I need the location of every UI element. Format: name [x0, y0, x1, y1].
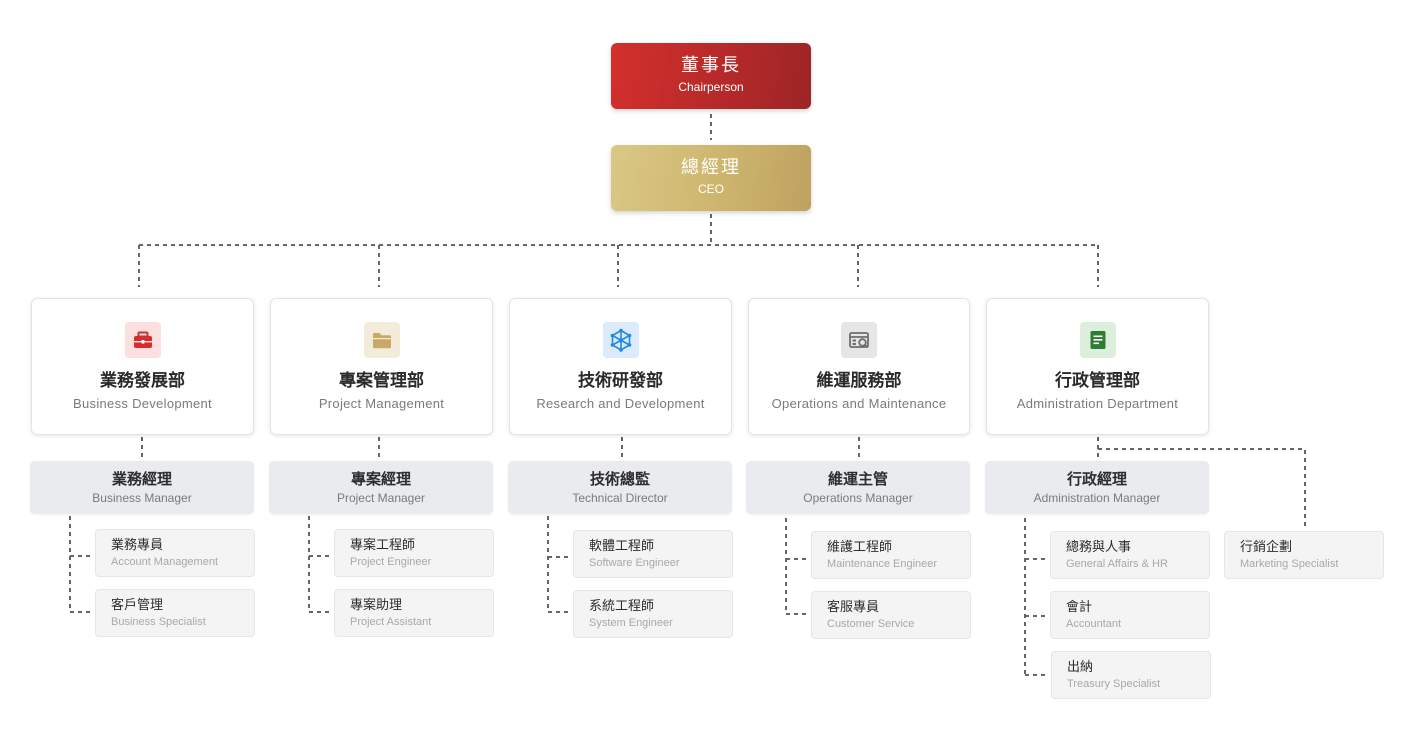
staff-title-zh: 出納 [1067, 660, 1094, 675]
briefcase-icon [124, 322, 161, 358]
staff-title-en: Accountant [1066, 618, 1122, 630]
staff-account-management: 業務專員 Account Management [95, 529, 255, 577]
document-icon [1079, 322, 1116, 358]
staff-title-en: Business Specialist [111, 616, 206, 628]
staff-title-zh: 客戶管理 [111, 598, 164, 613]
staff-title-zh: 會計 [1066, 600, 1093, 615]
staff-title-en: Treasury Specialist [1067, 678, 1161, 690]
staff-maintenance-engineer: 維護工程師 Maintenance Engineer [811, 531, 971, 579]
ceo-title-zh: 總經理 [681, 157, 741, 178]
staff-customer-service: 客服專員 Customer Service [811, 591, 971, 639]
network-icon [602, 322, 639, 358]
ceo-node: 總經理 CEO [611, 145, 811, 211]
staff-treasury-specialist: 出納 Treasury Specialist [1051, 651, 1211, 699]
dept-name-zh: 技術研發部 [578, 371, 663, 391]
chairperson-node: 董事長 Chairperson [611, 43, 811, 109]
dept-name-zh: 業務發展部 [100, 371, 185, 391]
dept-research-development: 技術研發部 Research and Development [509, 298, 732, 435]
dept-name-en: Business Development [73, 396, 212, 411]
manager-administration: 行政經理 Administration Manager [985, 461, 1209, 514]
dept-name-zh: 行政管理部 [1055, 371, 1140, 391]
staff-software-engineer: 軟體工程師 Software Engineer [573, 530, 733, 578]
folder-icon [363, 322, 400, 358]
staff-marketing-specialist: 行銷企劃 Marketing Specialist [1224, 531, 1384, 579]
manager-project: 專案經理 Project Manager [269, 461, 493, 514]
manager-title-en: Project Manager [336, 491, 426, 505]
staff-system-engineer: 系統工程師 System Engineer [573, 590, 733, 638]
staff-accountant: 會計 Accountant [1050, 591, 1210, 639]
staff-business-specialist: 客戶管理 Business Specialist [95, 589, 255, 637]
manager-research: 技術總監 Technical Director [508, 461, 732, 514]
chairperson-title-zh: 董事長 [681, 55, 741, 76]
staff-title-zh: 專案工程師 [350, 538, 416, 553]
staff-title-zh: 軟體工程師 [589, 539, 655, 554]
staff-title-en: Maintenance Engineer [827, 558, 938, 570]
dept-project-management: 專案管理部 Project Management [270, 298, 493, 435]
dept-administration: 行政管理部 Administration Department [986, 298, 1209, 435]
staff-title-zh: 系統工程師 [589, 599, 655, 614]
dept-operations-maintenance: 維運服務部 Operations and Maintenance [748, 298, 970, 435]
manager-title-en: Business Manager [92, 491, 192, 505]
manager-title-zh: 專案經理 [350, 470, 411, 488]
staff-title-zh: 專案助理 [350, 598, 403, 613]
staff-title-zh: 行銷企劃 [1240, 540, 1293, 555]
dept-name-en: Operations and Maintenance [771, 396, 947, 411]
dept-name-en: Administration Department [1016, 396, 1179, 411]
maintenance-icon [841, 322, 877, 358]
staff-title-en: Project Assistant [350, 616, 432, 628]
manager-title-en: Operations Manager [803, 491, 913, 505]
manager-title-zh: 業務經理 [111, 470, 172, 488]
staff-title-en: General Affairs & HR [1066, 558, 1168, 570]
staff-title-en: Account Management [111, 556, 219, 568]
staff-title-en: Project Engineer [350, 556, 432, 568]
manager-title-en: Technical Director [572, 491, 668, 505]
staff-title-zh: 業務專員 [111, 538, 164, 553]
dept-name-en: Project Management [318, 396, 445, 411]
staff-title-en: System Engineer [589, 617, 673, 629]
manager-operations: 維運主管 Operations Manager [746, 461, 970, 514]
manager-title-en: Administration Manager [1033, 491, 1161, 505]
staff-title-en: Customer Service [827, 618, 915, 630]
staff-project-engineer: 專案工程師 Project Engineer [334, 529, 494, 577]
staff-title-en: Software Engineer [589, 557, 680, 569]
manager-title-zh: 維運主管 [827, 470, 888, 488]
staff-title-zh: 客服專員 [827, 600, 880, 615]
ceo-title-en: CEO [697, 182, 724, 196]
dept-name-en: Research and Development [536, 396, 705, 411]
staff-title-zh: 總務與人事 [1066, 540, 1132, 555]
staff-general-affairs-hr: 總務與人事 General Affairs & HR [1050, 531, 1210, 579]
manager-title-zh: 技術總監 [589, 470, 650, 488]
staff-title-zh: 維護工程師 [827, 540, 893, 555]
staff-project-assistant: 專案助理 Project Assistant [334, 589, 494, 637]
staff-title-en: Marketing Specialist [1240, 558, 1339, 570]
chairperson-title-en: Chairperson [678, 80, 744, 94]
manager-business: 業務經理 Business Manager [30, 461, 254, 514]
dept-name-zh: 維運服務部 [816, 371, 902, 391]
dept-name-zh: 專案管理部 [339, 371, 424, 391]
manager-title-zh: 行政經理 [1066, 470, 1127, 488]
dept-business-development: 業務發展部 Business Development [31, 298, 254, 435]
